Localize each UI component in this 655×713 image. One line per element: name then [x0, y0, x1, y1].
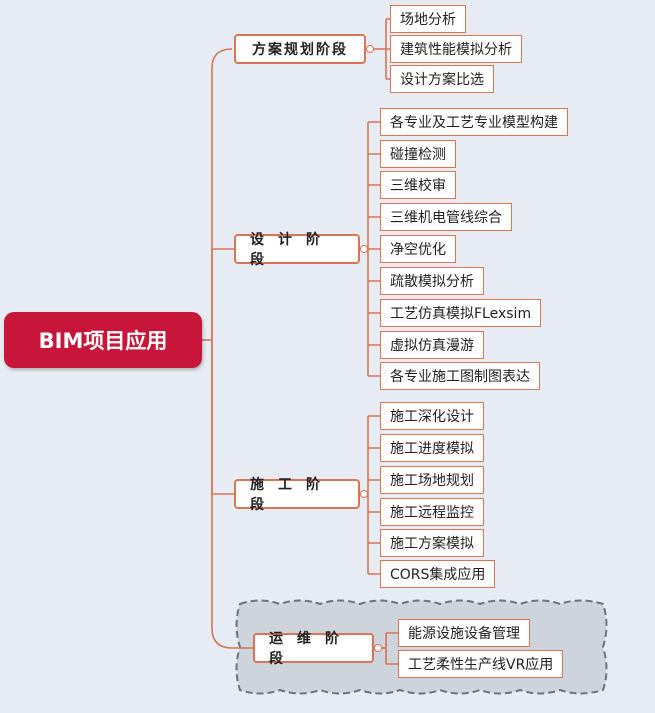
leaf-3d-review[interactable]: 三维校审 [380, 171, 456, 199]
root-node[interactable]: BIM项目应用 [4, 312, 202, 368]
leaf-clash-detection[interactable]: 碰撞检测 [380, 140, 456, 168]
stage-planning[interactable]: 方案规划阶段 [234, 34, 366, 64]
leaf-detailed-design[interactable]: 施工深化设计 [380, 402, 484, 430]
leaf-model-build[interactable]: 各专业及工艺专业模型构建 [380, 108, 568, 136]
leaf-site-analysis[interactable]: 场地分析 [390, 5, 466, 33]
leaf-flexible-line-vr[interactable]: 工艺柔性生产线VR应用 [398, 650, 564, 678]
leaf-energy-facility-management[interactable]: 能源设施设备管理 [398, 619, 530, 647]
collapse-knob-icon[interactable] [366, 45, 374, 53]
leaf-site-planning[interactable]: 施工场地规划 [380, 466, 484, 494]
leaf-drawing-output[interactable]: 各专业施工图制图表达 [380, 362, 540, 390]
leaf-building-performance[interactable]: 建筑性能模拟分析 [390, 35, 522, 63]
collapse-knob-icon[interactable] [360, 490, 368, 498]
stage-design[interactable]: 设计阶段 [234, 232, 360, 268]
leaf-cors-application[interactable]: CORS集成应用 [380, 560, 496, 588]
leaf-process-simulation[interactable]: 工艺仿真模拟FLexsim [380, 299, 542, 327]
leaf-remote-monitoring[interactable]: 施工远程监控 [380, 498, 484, 526]
leaf-method-simulation[interactable]: 施工方案模拟 [380, 529, 484, 557]
leaf-design-comparison[interactable]: 设计方案比选 [390, 65, 494, 93]
stage-operation[interactable]: 运维阶段 [253, 631, 374, 667]
collapse-knob-icon[interactable] [374, 644, 382, 652]
leaf-evacuation-simulation[interactable]: 疏散模拟分析 [380, 267, 484, 295]
collapse-knob-icon[interactable] [360, 245, 368, 253]
leaf-schedule-simulation[interactable]: 施工进度模拟 [380, 434, 484, 462]
stage-construction[interactable]: 施工阶段 [234, 477, 360, 513]
leaf-virtual-roaming[interactable]: 虚拟仿真漫游 [380, 331, 484, 359]
leaf-mep-coordination[interactable]: 三维机电管线综合 [380, 203, 512, 231]
leaf-clearance-optimization[interactable]: 净空优化 [380, 235, 456, 263]
